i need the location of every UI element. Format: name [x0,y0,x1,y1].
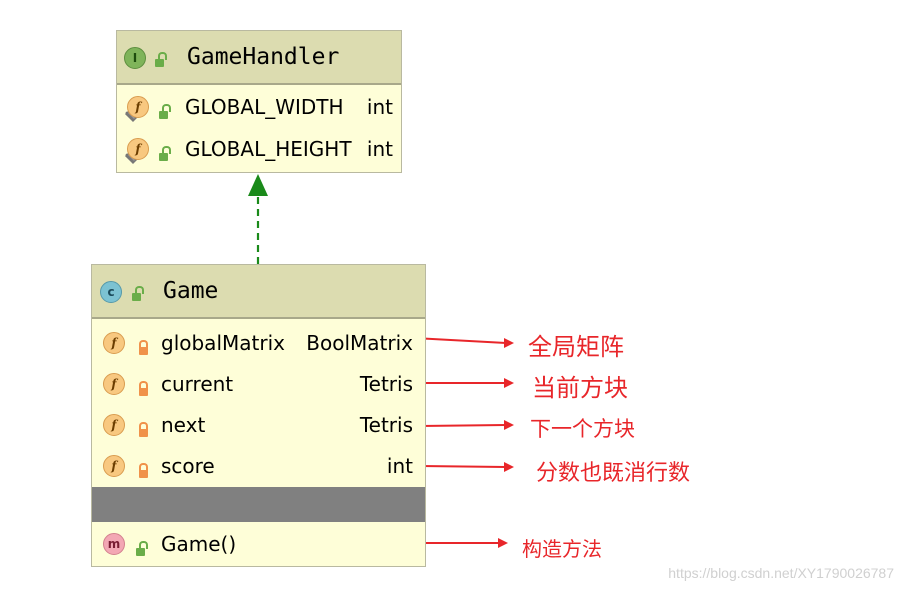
field-icon: f [103,414,125,436]
field-row[interactable]: f GLOBAL_WIDTH int [117,87,401,127]
arrow-score [419,465,507,468]
public-visibility-icon [159,104,171,119]
method-icon: m [103,533,125,555]
arrow-next [419,424,507,427]
field-type: BoolMatrix [306,331,413,355]
arrow-globalMatrix [413,337,507,344]
watermark: https://blog.csdn.net/XY1790026787 [668,565,894,581]
field-name: GLOBAL_HEIGHT [185,137,352,161]
field-row[interactable]: f score int [92,446,425,486]
annotation-globalMatrix: 全局矩阵 [528,333,624,361]
public-visibility-icon [155,52,167,67]
field-icon: f [103,332,125,354]
annotation-next: 下一个方块 [530,417,635,441]
field-row[interactable]: f current Tetris [92,364,425,404]
private-visibility-icon [139,381,148,396]
field-type: int [386,454,413,478]
field-type: int [366,95,393,119]
field-name: next [161,413,206,437]
field-icon: f [103,373,125,395]
field-row[interactable]: f globalMatrix BoolMatrix [92,323,425,363]
field-row[interactable]: f GLOBAL_HEIGHT int [117,129,401,169]
public-visibility-icon [132,286,144,301]
interface-header: I GameHandler [117,31,401,85]
field-row[interactable]: f next Tetris [92,405,425,445]
private-visibility-icon [139,340,148,355]
interface-icon: I [124,47,146,69]
implements-arrowhead [248,174,268,196]
field-icon: f [103,455,125,477]
field-type: int [366,137,393,161]
class-box-game[interactable]: c Game f globalMatrix BoolMatrix f curre… [91,264,426,567]
private-visibility-icon [139,422,148,437]
public-visibility-icon [136,541,148,556]
class-icon: c [100,281,122,303]
interface-name: GameHandler [187,44,340,70]
field-name: current [161,372,234,396]
section-separator [92,487,425,522]
annotation-score: 分数也既消行数 [536,461,691,486]
class-header: c Game [92,265,425,319]
field-name: score [161,454,215,478]
method-name: Game() [161,532,237,556]
field-type: Tetris [359,413,413,437]
private-visibility-icon [139,463,148,478]
field-icon: f [127,96,149,118]
class-name: Game [163,278,219,304]
public-visibility-icon [159,146,171,161]
field-name: globalMatrix [161,331,285,355]
interface-box-gamehandler[interactable]: I GameHandler f GLOBAL_WIDTH int f GLOBA… [116,30,402,173]
field-type: Tetris [359,372,413,396]
annotation-current: 当前方块 [532,374,628,402]
annotation-constructor: 构造方法 [522,537,602,561]
field-name: GLOBAL_WIDTH [185,95,344,119]
method-row[interactable]: m Game() [92,524,425,564]
field-icon: f [127,138,149,160]
